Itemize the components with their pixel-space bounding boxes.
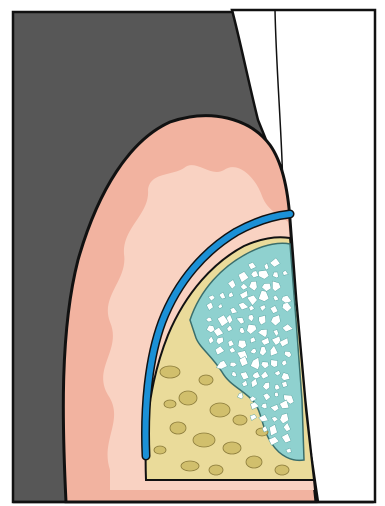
bone-pore	[179, 391, 197, 405]
bone-pore	[181, 461, 199, 471]
bone-pore	[170, 422, 186, 434]
bone-pore	[154, 446, 166, 454]
bone-pore	[223, 442, 241, 454]
bone-pore	[209, 465, 223, 475]
bone-pore	[275, 465, 289, 475]
bone-pore	[233, 415, 247, 425]
graft-particle	[275, 392, 279, 397]
bone-pore	[160, 366, 180, 378]
bone-pore	[199, 375, 213, 385]
bone-pore	[164, 400, 176, 408]
bone-pore	[193, 433, 215, 447]
bone-pore	[210, 403, 230, 417]
bone-pore	[246, 456, 262, 468]
